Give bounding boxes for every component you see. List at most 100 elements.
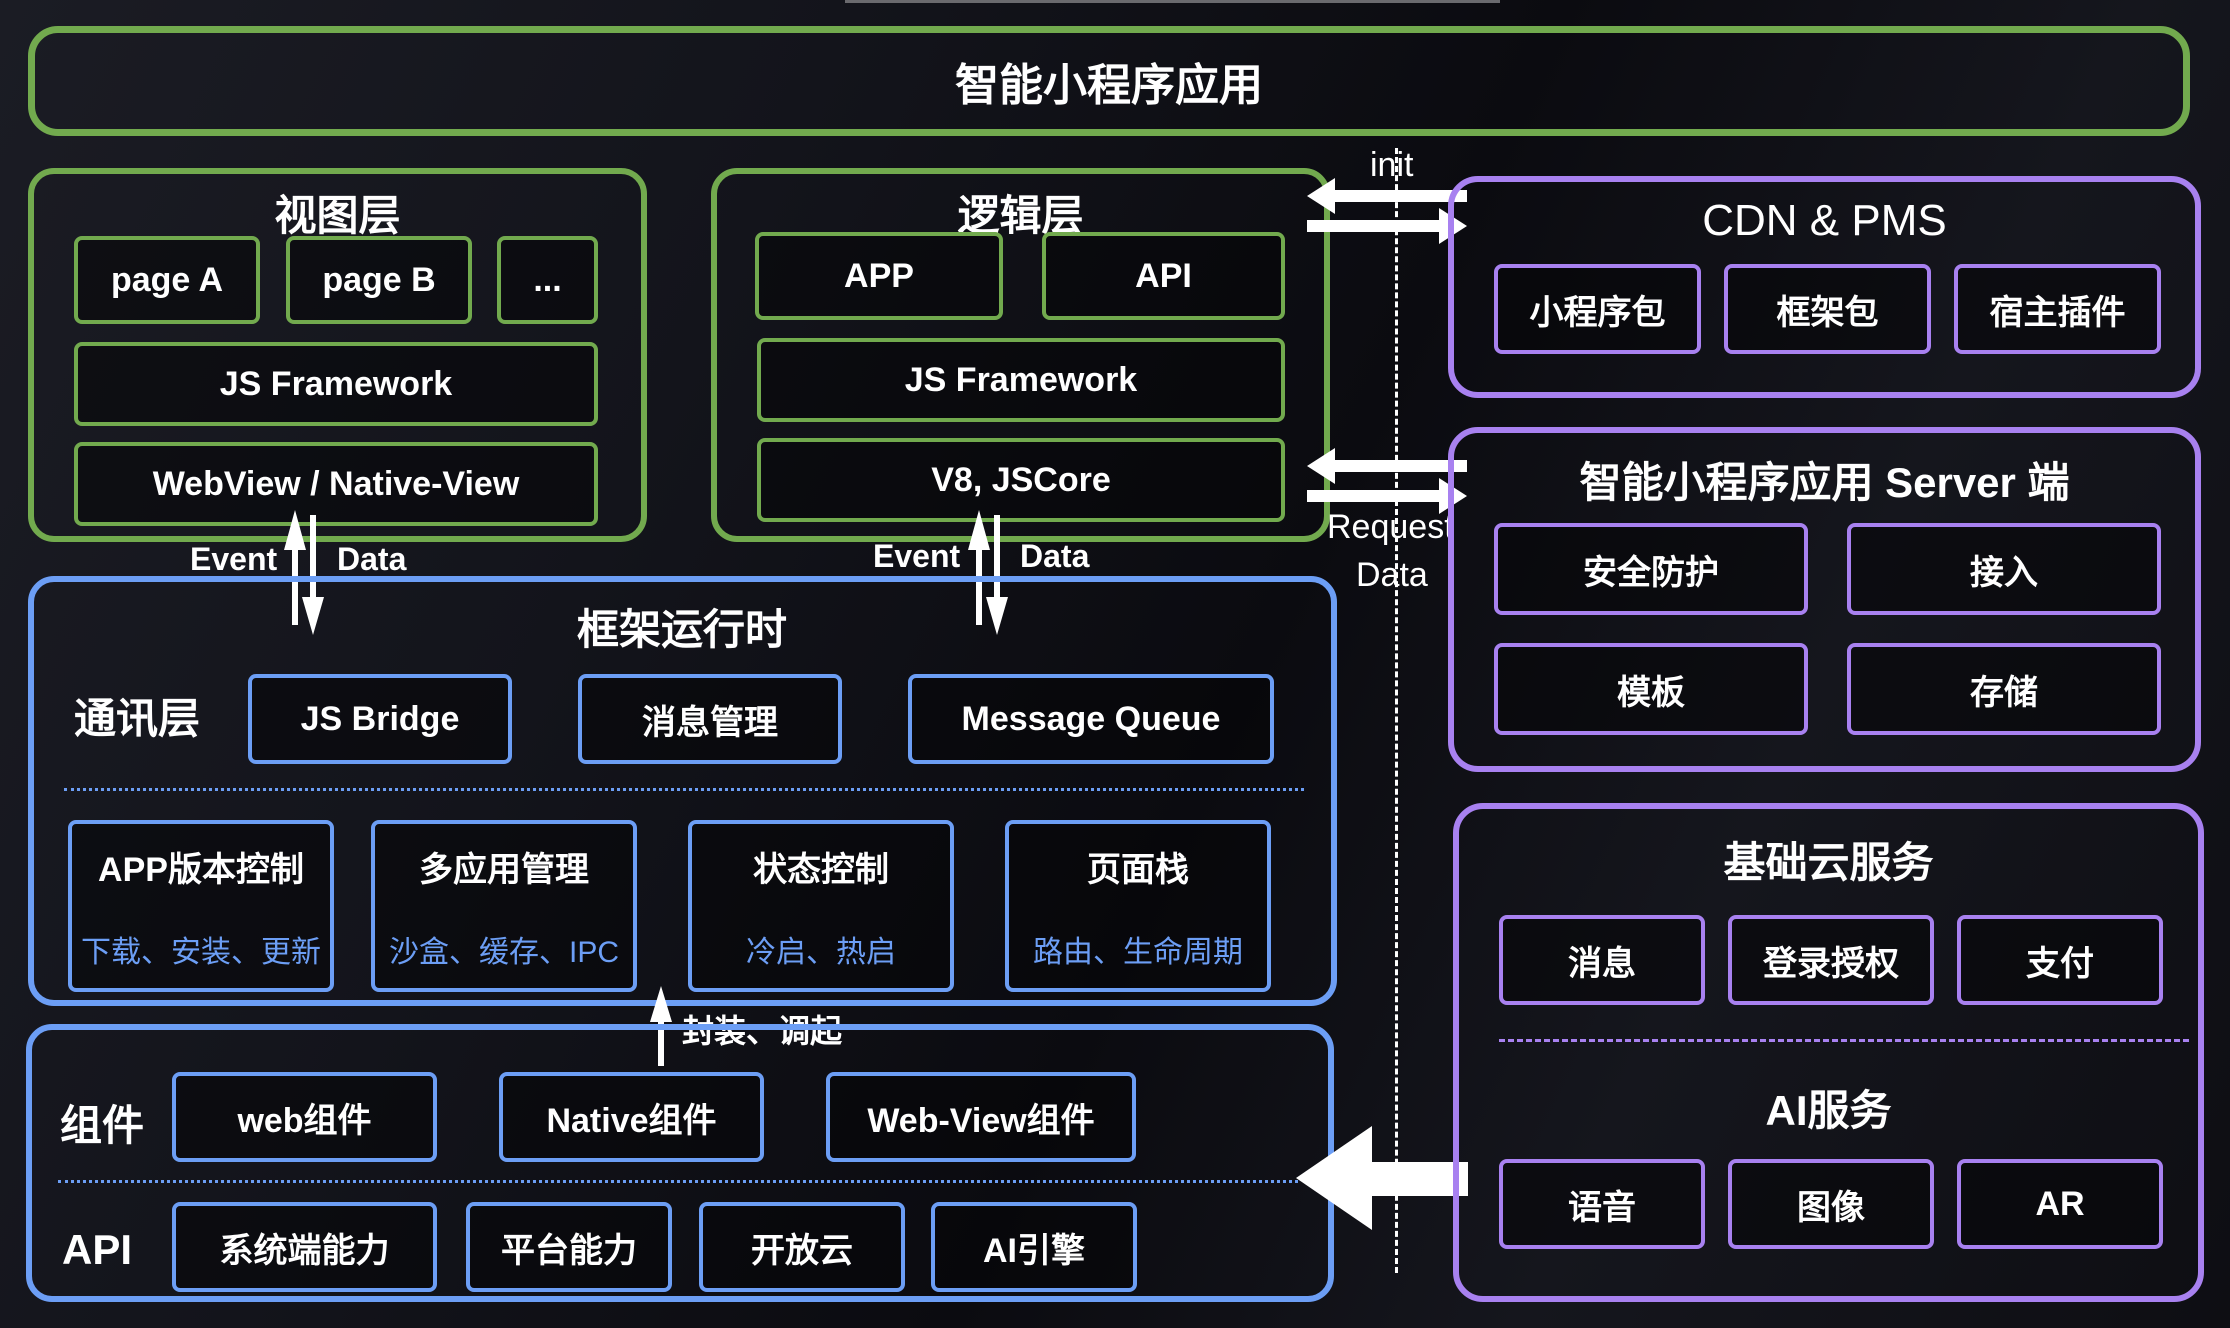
module-subtitle: 下载、安装、更新	[81, 935, 321, 969]
arrow-right-icon	[1307, 208, 1467, 244]
view-layer: 视图层 page A page B ... JS Framework WebVi…	[28, 168, 647, 542]
client-server-divider	[1395, 148, 1398, 1273]
module-title: 多应用管理	[419, 850, 589, 889]
request-label: Request	[1327, 508, 1454, 546]
message-queue-box: Message Queue	[908, 674, 1274, 764]
cloud-item-box: 登录授权	[1728, 915, 1934, 1005]
init-label: init	[1370, 146, 1414, 184]
ai-item-label: AR	[2035, 1184, 2085, 1223]
runtime-module: 页面栈 路由、生命周期	[1005, 820, 1271, 992]
cdn-item-box: 宿主插件	[1954, 264, 2161, 354]
component-label: web组件	[237, 1101, 372, 1140]
server-item-box: 模板	[1494, 643, 1808, 735]
api-box: 系统端能力	[172, 1202, 437, 1292]
page-a-box: page A	[74, 236, 260, 324]
cdn-item-label: 小程序包	[1529, 293, 1666, 332]
cdn-title: CDN & PMS	[1702, 196, 1947, 245]
ai-item-box: 语音	[1499, 1159, 1705, 1249]
component-box: web组件	[172, 1072, 437, 1162]
server-item-label: 存储	[1970, 673, 2038, 712]
logic-api-label: API	[1135, 256, 1192, 295]
message-manage-box: 消息管理	[578, 674, 842, 764]
top-strip	[845, 0, 1500, 3]
cdn-item-box: 小程序包	[1494, 264, 1701, 354]
runtime-module: 多应用管理 沙盒、缓存、IPC	[371, 820, 637, 992]
cdn-pms-panel: CDN & PMS 小程序包 框架包 宿主插件	[1448, 176, 2201, 398]
ai-item-box: 图像	[1728, 1159, 1934, 1249]
module-title: APP版本控制	[98, 850, 304, 889]
module-subtitle: 冷启、热启	[746, 935, 896, 969]
v8-jscore-label: V8, JSCore	[931, 460, 1111, 499]
api-item-label: 系统端能力	[219, 1231, 390, 1270]
ai-item-label: 图像	[1797, 1188, 1865, 1227]
components-api-panel: 组件 web组件 Native组件 Web-View组件 API 系统端能力 平…	[26, 1024, 1334, 1302]
api-box: 平台能力	[466, 1202, 672, 1292]
request-arrows	[1307, 448, 1467, 514]
cdn-item-label: 框架包	[1776, 293, 1879, 332]
api-label: API	[62, 1226, 133, 1273]
api-item-label: 平台能力	[501, 1231, 637, 1270]
cloud-item-box: 消息	[1499, 915, 1705, 1005]
server-item-box: 安全防护	[1494, 523, 1808, 615]
message-manage-label: 消息管理	[642, 703, 778, 742]
view-js-framework-box: JS Framework	[74, 342, 598, 426]
view-event-label: Event	[190, 541, 278, 577]
runtime-title: 框架运行时	[576, 606, 787, 653]
arrow-down-icon	[986, 515, 1008, 635]
comm-layer-label: 通讯层	[74, 695, 201, 742]
logic-js-framework-box: JS Framework	[757, 338, 1285, 422]
cloud-item-label: 消息	[1568, 944, 1636, 983]
logic-app-box: APP	[755, 232, 1003, 320]
arrow-left-icon	[1296, 1126, 1468, 1230]
components-divider	[58, 1180, 1298, 1183]
component-box: Web-View组件	[826, 1072, 1136, 1162]
runtime-module: APP版本控制 下载、安装、更新	[68, 820, 334, 992]
logic-layer: 逻辑层 APP API JS Framework V8, JSCore	[711, 168, 1330, 542]
webview-box: WebView / Native-View	[74, 442, 598, 526]
wrap-label: 封装、调起	[682, 1013, 843, 1049]
component-label: Web-View组件	[867, 1101, 1095, 1140]
server-panel: 智能小程序应用 Server 端 安全防护 接入 模板 存储	[1448, 427, 2201, 772]
cloud-item-label: 登录授权	[1763, 944, 1899, 983]
ai-services-title: AI服务	[1765, 1087, 1892, 1134]
framework-runtime: 框架运行时 通讯层 JS Bridge 消息管理 Message Queue A…	[28, 576, 1337, 1006]
view-data-label: Data	[337, 541, 407, 577]
module-title: 页面栈	[1087, 850, 1189, 889]
arrow-right-icon	[1307, 478, 1467, 514]
arrow-up-icon	[968, 510, 990, 625]
page-a-label: page A	[110, 260, 224, 299]
init-arrows	[1307, 178, 1467, 244]
server-item-label: 安全防护	[1583, 553, 1719, 592]
arrow-left-icon	[1307, 178, 1467, 214]
js-bridge-box: JS Bridge	[248, 674, 512, 764]
module-title: 状态控制	[753, 850, 889, 889]
runtime-module: 状态控制 冷启、热启	[688, 820, 954, 992]
v8-jscore-box: V8, JSCore	[757, 438, 1285, 522]
server-item-label: 接入	[1970, 553, 2038, 592]
server-title: 智能小程序应用 Server 端	[1579, 459, 2070, 506]
page-b-label: page B	[322, 260, 436, 299]
app-title-bar: 智能小程序应用	[28, 26, 2190, 136]
components-label: 组件	[60, 1102, 145, 1149]
logic-api-box: API	[1042, 232, 1285, 320]
cloud-to-client-arrow	[1296, 1126, 1468, 1230]
more-pages-label: ...	[533, 260, 562, 299]
arrow-left-icon	[1307, 448, 1467, 484]
server-item-box: 存储	[1847, 643, 2161, 735]
logic-layer-title: 逻辑层	[957, 192, 1084, 239]
view-layer-title: 视图层	[274, 192, 401, 239]
logic-event-label: Event	[873, 538, 961, 574]
request-data-label: Data	[1356, 556, 1428, 594]
logic-runtime-arrows	[968, 510, 1008, 635]
arrow-up-icon	[284, 510, 306, 625]
module-subtitle: 沙盒、缓存、IPC	[388, 935, 619, 969]
ai-item-box: AR	[1957, 1159, 2163, 1249]
module-subtitle: 路由、生命周期	[1033, 935, 1243, 969]
app-title: 智能小程序应用	[955, 61, 1263, 110]
cdn-item-label: 宿主插件	[1989, 293, 2126, 332]
view-js-framework-label: JS Framework	[219, 364, 453, 403]
server-item-box: 接入	[1847, 523, 2161, 615]
cloud-services-panel: 基础云服务 消息 登录授权 支付 AI服务 语音 图像 AR	[1453, 803, 2204, 1302]
cloud-title: 基础云服务	[1723, 839, 1934, 886]
page-b-box: page B	[286, 236, 472, 324]
